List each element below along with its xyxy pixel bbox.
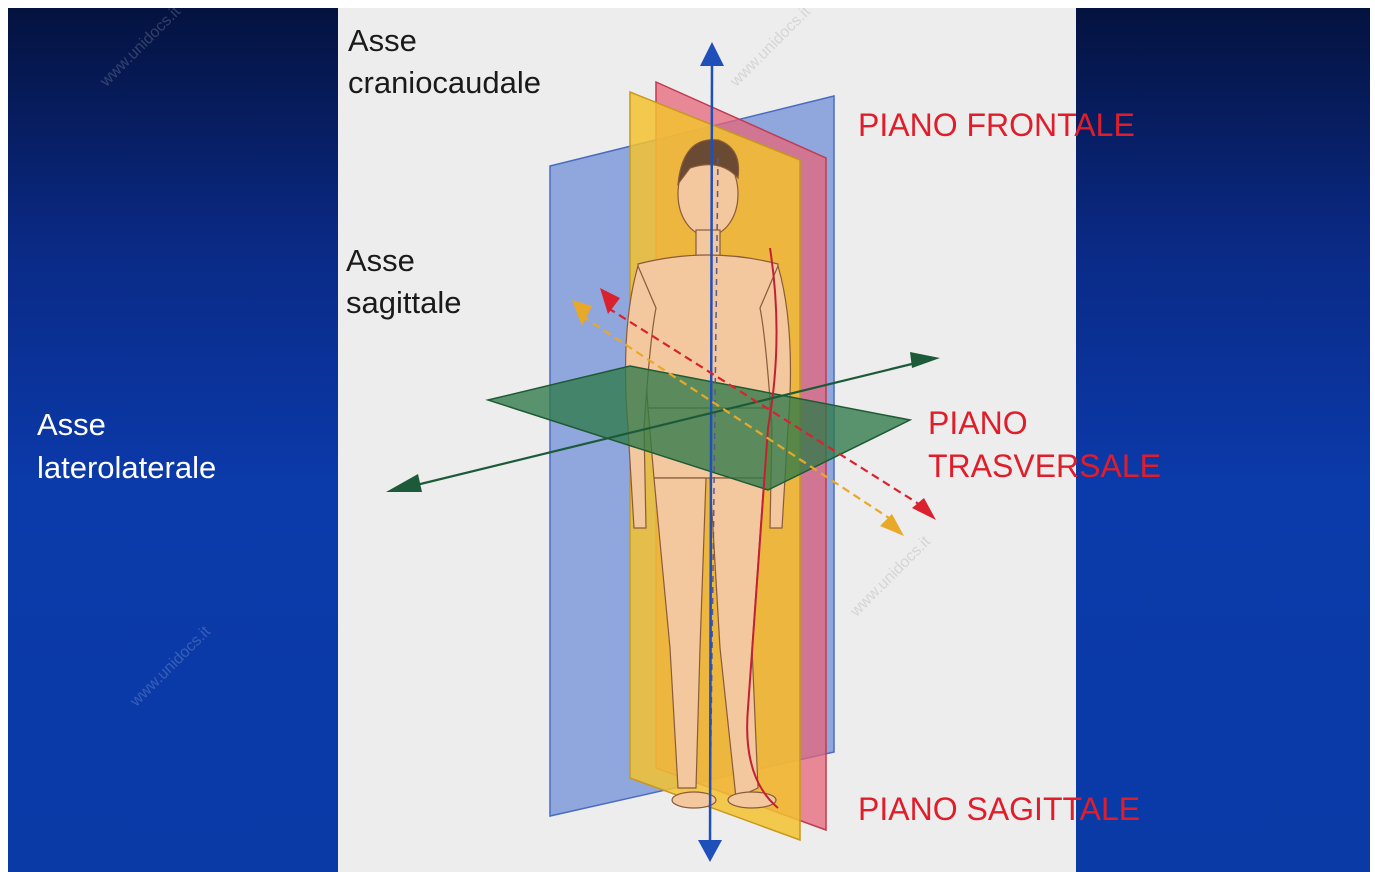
watermark: www.unidocs.it — [127, 623, 215, 711]
label-asse-craniocaudale-2: craniocaudale — [348, 61, 541, 104]
label-asse-sagittale-1: Asse — [346, 239, 415, 282]
label-asse-laterolaterale-2: laterolaterale — [37, 446, 216, 489]
label-asse-sagittale-2: sagittale — [346, 281, 461, 324]
label-asse-laterolaterale-1: Asse — [37, 403, 106, 446]
neck — [696, 230, 720, 256]
label-asse-craniocaudale-1: Asse — [348, 19, 417, 62]
slide: www.unidocs.it www.unidocs.it — [8, 8, 1370, 872]
watermark: www.unidocs.it — [97, 8, 185, 91]
label-piano-frontale: PIANO FRONTALE — [858, 104, 1135, 147]
label-piano-trasversale-1: PIANO — [928, 402, 1028, 445]
label-piano-trasversale-2: TRASVERSALE — [928, 445, 1161, 488]
label-piano-sagittale: PIANO SAGITTALE — [858, 788, 1140, 831]
